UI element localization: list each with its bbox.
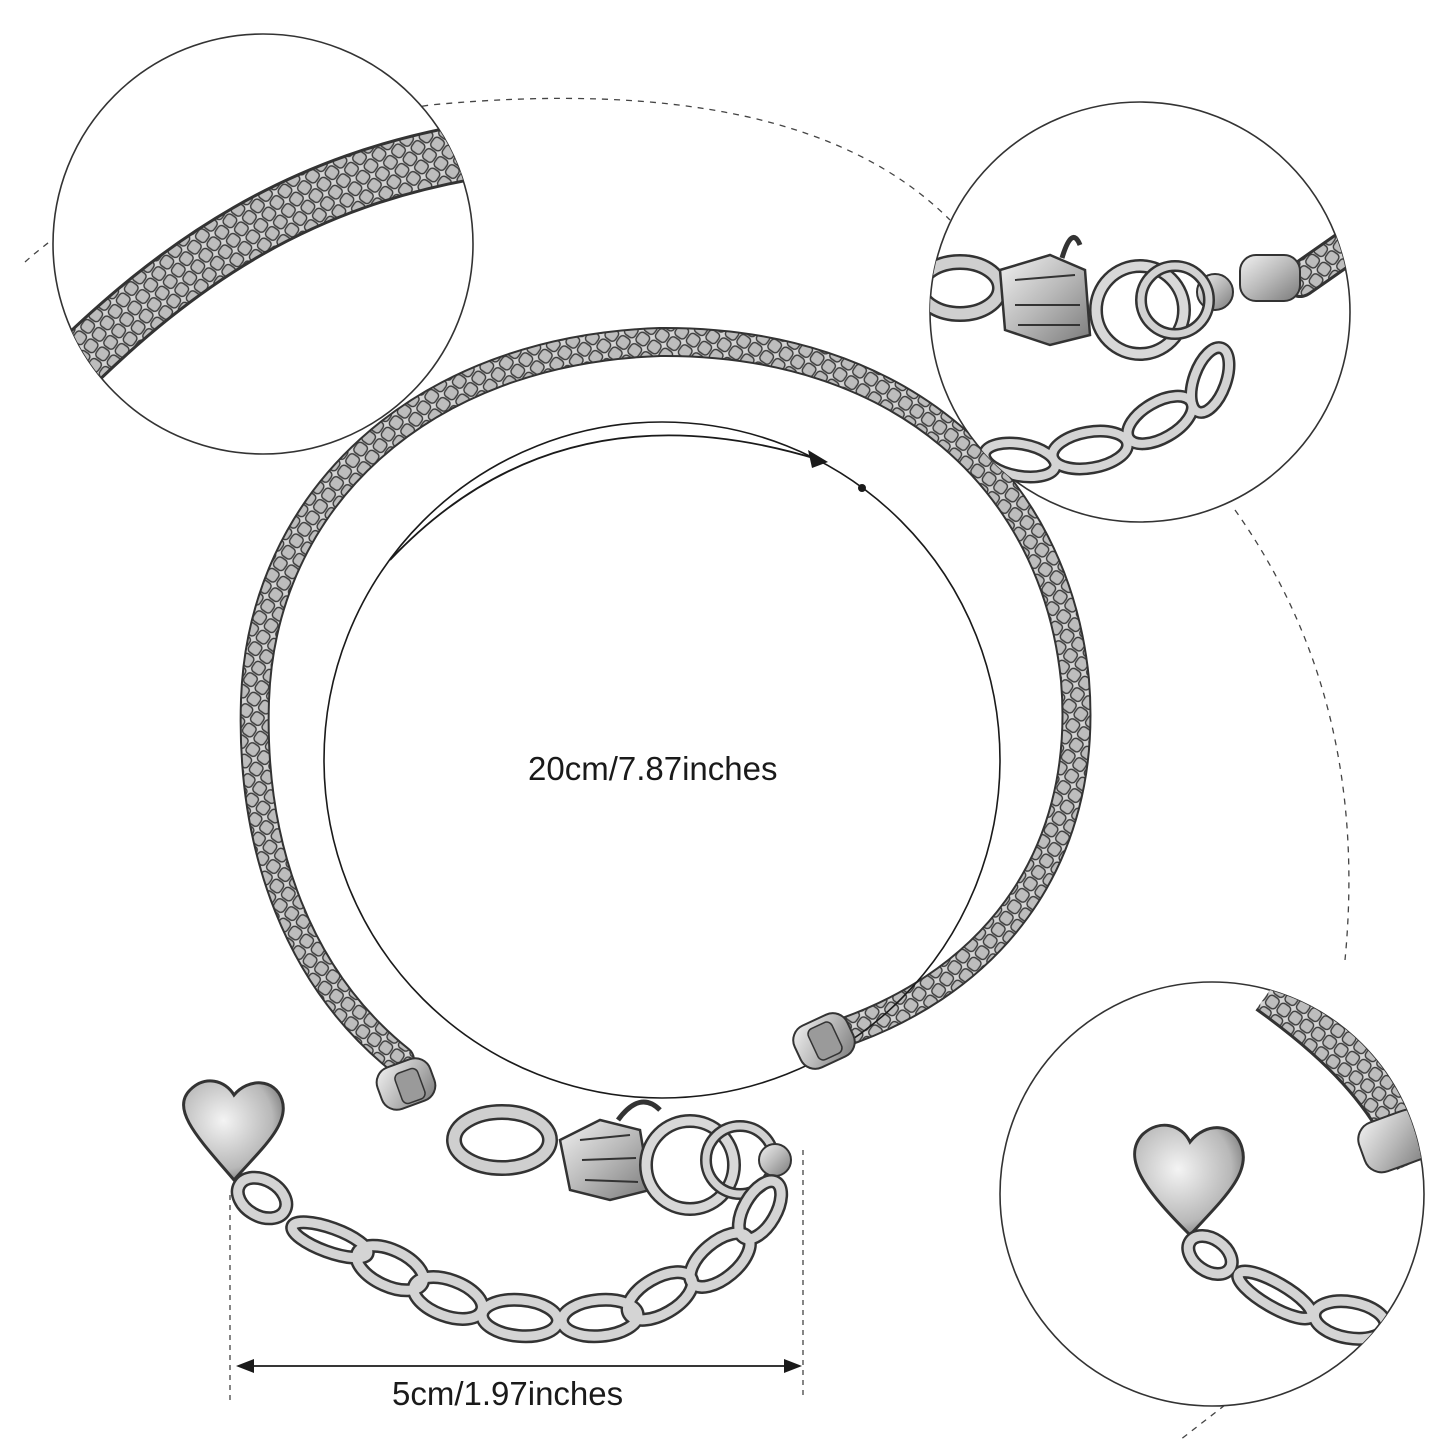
dashed-guide-arc-right (1234, 509, 1350, 961)
bracelet-chain (239, 326, 1092, 1075)
diameter-circle (323, 421, 1001, 1099)
lobster-clasp (446, 1099, 792, 1216)
detail-circle-heart (999, 981, 1425, 1407)
extension-length-label: 5cm/1.97inches (392, 1375, 624, 1412)
heart-charm (182, 1079, 285, 1183)
extension-arrow-right (784, 1359, 802, 1373)
arrow-head (808, 450, 828, 468)
extension-arrow-left (236, 1359, 254, 1373)
stopper-bead-left (375, 1057, 437, 1111)
stopper-bead-right (792, 1012, 856, 1070)
diameter-label: 20cm/7.87inches (528, 750, 778, 787)
detail-circle-snake-chain (52, 33, 474, 455)
detail-circle-clasp (929, 101, 1351, 523)
dashed-guide-arc-bottom (1179, 1404, 1226, 1441)
arrow-dot (858, 484, 866, 492)
extension-chain (230, 1170, 789, 1344)
diameter-arrow (389, 434, 821, 561)
